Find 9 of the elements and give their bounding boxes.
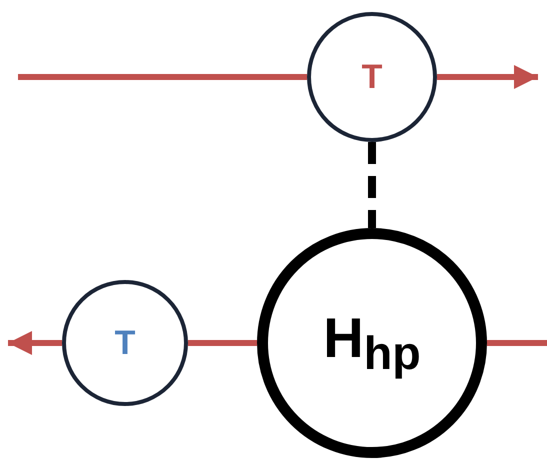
line [18, 74, 307, 80]
line [188, 340, 257, 346]
node-label: H$_{hp}$ [323, 310, 421, 376]
line [487, 340, 547, 346]
node-label: T [362, 60, 382, 94]
dashed-line [368, 142, 376, 228]
arrow [8, 331, 62, 355]
arrow [437, 65, 538, 89]
node-label: T [114, 326, 136, 360]
